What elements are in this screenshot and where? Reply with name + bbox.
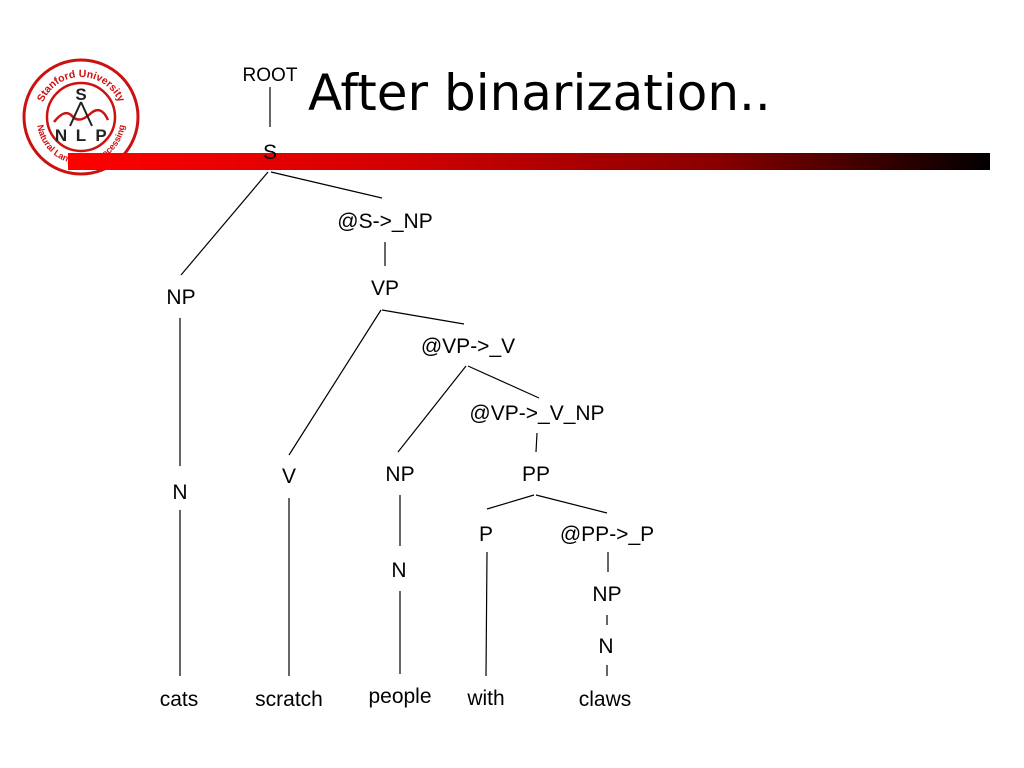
node-vp: VP bbox=[371, 277, 399, 300]
tree-words: cats scratch people with claws bbox=[160, 685, 632, 711]
logo-letter-n: N bbox=[55, 126, 67, 145]
edge-vpbar2-pp bbox=[535, 432, 538, 453]
slide-title: After binarization.. bbox=[308, 64, 771, 122]
logo-letter-s: S bbox=[75, 85, 86, 104]
node-s: S bbox=[263, 141, 277, 164]
node-pp-p-bar: @PP->_P bbox=[560, 523, 654, 546]
node-np-claws: NP bbox=[592, 583, 621, 606]
node-p: P bbox=[479, 523, 493, 546]
word-with: with bbox=[466, 687, 504, 710]
edge-pp-ppbar bbox=[535, 494, 608, 514]
node-pp: PP bbox=[522, 463, 550, 486]
node-np-subject: NP bbox=[166, 286, 195, 309]
edge-vpbar-np bbox=[397, 365, 467, 453]
logo-letter-l: L bbox=[76, 126, 86, 145]
node-s-np-bar: @S->_NP bbox=[337, 210, 432, 233]
logo-inner-ring bbox=[45, 81, 117, 153]
edge-pp-p bbox=[486, 494, 535, 510]
node-root: ROOT bbox=[243, 65, 298, 86]
tree-edges bbox=[179, 87, 609, 677]
node-n-people: N bbox=[391, 559, 406, 582]
node-n-cats: N bbox=[172, 481, 187, 504]
edge-s-np bbox=[180, 171, 269, 276]
node-v: V bbox=[282, 465, 296, 488]
edge-vp-v bbox=[288, 309, 382, 456]
node-vp-v-np-bar: @VP->_V_NP bbox=[469, 402, 604, 425]
stanford-nlp-logo-icon: Stanford University Natural Language Pro… bbox=[22, 58, 140, 176]
word-claws: claws bbox=[579, 688, 632, 711]
edge-vpbar-vpbar2 bbox=[467, 365, 540, 399]
logo-wave bbox=[53, 108, 110, 123]
edge-p-with bbox=[485, 551, 488, 677]
word-cats: cats bbox=[160, 688, 199, 711]
word-scratch: scratch bbox=[255, 688, 323, 711]
edge-vp-vpbar bbox=[381, 309, 465, 325]
word-people: people bbox=[368, 685, 431, 708]
node-n-claws: N bbox=[598, 635, 613, 658]
tree-nodes: ROOT S @S->_NP NP VP @VP->_V @VP->_V_NP … bbox=[166, 65, 654, 658]
node-np-object: NP bbox=[385, 463, 414, 486]
logo-letter-p: P bbox=[95, 126, 106, 145]
edge-s-sbar bbox=[270, 171, 383, 199]
node-vp-v-bar: @VP->_V bbox=[421, 335, 515, 358]
title-underline-bar bbox=[68, 153, 990, 170]
